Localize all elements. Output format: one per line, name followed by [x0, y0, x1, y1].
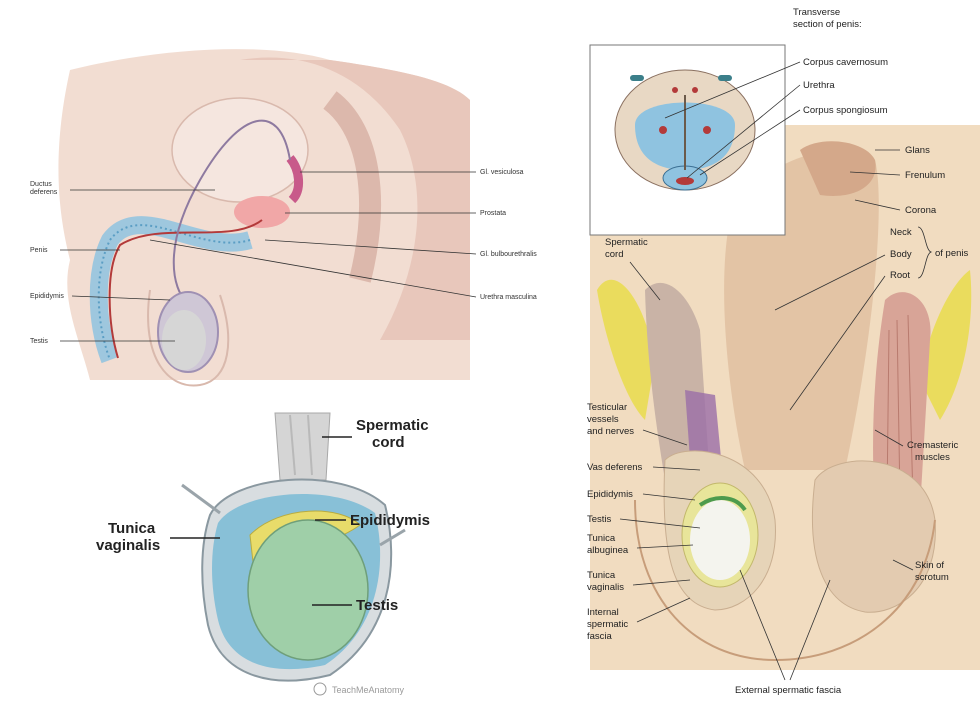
label-corpus-cavernosum: Corpus cavernosum	[803, 57, 888, 68]
label-internal-spermatic-fascia-line1: Internal	[587, 607, 619, 618]
label-testicular-vessels-line1: Testicular	[587, 402, 627, 413]
label-gl-vesiculosa: Gl. vesiculosa	[480, 169, 524, 176]
label-vas-deferens: Vas deferens	[587, 462, 643, 473]
label-tunica-albuginea-line1: Tunica	[587, 533, 616, 544]
label-skin-of-scrotum-line2: scrotum	[915, 572, 949, 583]
anterior-view-illustration: Transverse section of penis: Corpus cave…	[575, 0, 980, 699]
label-ductus-deferens-line2: deferens	[30, 189, 58, 196]
label-cremasteric-line1: Cremasteric	[907, 440, 958, 451]
label-penis: Penis	[30, 247, 48, 254]
label-urethra: Urethra	[803, 80, 835, 91]
label-tunica-albuginea-line2: albuginea	[587, 545, 629, 556]
label-body: Body	[890, 249, 912, 260]
label-internal-spermatic-fascia-line2: spermatic	[587, 619, 628, 630]
label-neck: Neck	[890, 227, 912, 238]
label-root: Root	[890, 270, 910, 281]
sagittal-section-illustration: Ductus deferens Penis Epididymis Testis …	[0, 40, 580, 400]
label-tunica-vaginalis-line1: Tunica	[108, 520, 156, 537]
label-frenulum: Frenulum	[905, 170, 945, 181]
label-skin-of-scrotum-line1: Skin of	[915, 560, 944, 571]
label-corpus-spongiosum: Corpus spongiosum	[803, 105, 888, 116]
label-tunica-vaginalis-line2: vaginalis	[587, 582, 624, 593]
watermark: TeachMeAnatomy	[332, 685, 405, 695]
label-of-penis: of penis	[935, 248, 969, 259]
label-tunica-vaginalis-line1: Tunica	[587, 570, 616, 581]
label-testicular-vessels-line2: vessels	[587, 414, 619, 425]
label-tunica-vaginalis-line2: vaginalis	[96, 537, 160, 554]
label-spermatic-cord-line1: Spermatic	[356, 417, 429, 434]
label-ductus-deferens-line1: Ductus	[30, 181, 52, 188]
label-internal-spermatic-fascia-line3: fascia	[587, 631, 613, 642]
label-epididymis: Epididymis	[350, 512, 430, 529]
label-urethra-masculina: Urethra masculina	[480, 294, 537, 301]
label-spermatic-cord-line1: Spermatic	[605, 237, 648, 248]
testis-detail-illustration: Spermatic cord Epididymis Tunica vaginal…	[90, 405, 490, 699]
label-cremasteric-line2: muscles	[915, 452, 950, 463]
label-prostata: Prostata	[480, 210, 506, 217]
label-spermatic-cord-line2: cord	[372, 434, 405, 451]
label-inset-title-line2: section of penis:	[793, 19, 862, 30]
anterior-view-panel: Transverse section of penis: Corpus cave…	[575, 0, 980, 699]
copyright-icon	[314, 683, 326, 695]
label-testicular-vessels-line3: and nerves	[587, 426, 634, 437]
label-corona: Corona	[905, 205, 937, 216]
label-external-spermatic-fascia: External spermatic fascia	[735, 685, 842, 696]
label-testis: Testis	[587, 514, 612, 525]
label-testis: Testis	[30, 338, 48, 345]
label-epididymis: Epididymis	[587, 489, 633, 500]
label-glans: Glans	[905, 145, 930, 156]
label-testis: Testis	[356, 597, 398, 614]
label-gl-bulbourethralis: Gl. bulbourethralis	[480, 251, 537, 258]
testis-detail-panel: Spermatic cord Epididymis Tunica vaginal…	[90, 405, 490, 699]
sagittal-section-panel: Ductus deferens Penis Epididymis Testis …	[0, 40, 580, 400]
label-inset-title-line1: Transverse	[793, 7, 840, 18]
label-spermatic-cord-line2: cord	[605, 249, 623, 260]
label-epididymis: Epididymis	[30, 293, 64, 300]
